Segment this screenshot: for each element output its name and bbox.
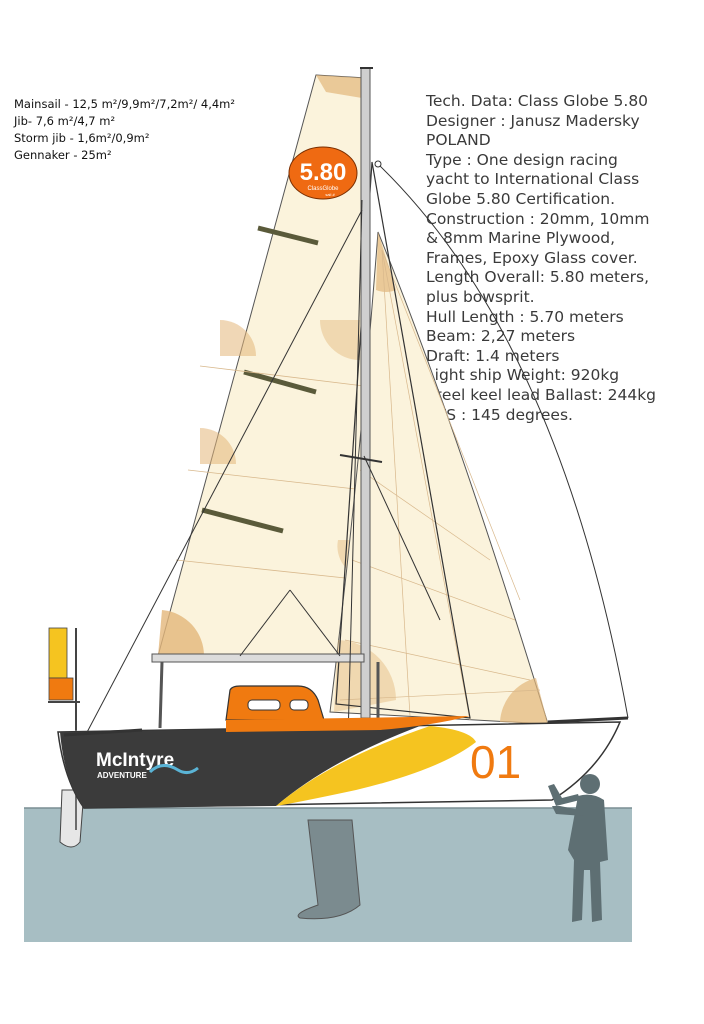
gennaker-spec: Gennaker - 25m² — [14, 148, 112, 162]
spreader — [339, 454, 383, 463]
tech-line: yacht to International Class — [426, 170, 640, 189]
mainsail-reef-patch — [220, 320, 256, 356]
mast — [360, 67, 371, 719]
forestay — [377, 163, 629, 719]
sheet-line — [363, 455, 441, 621]
gennaker-seam — [359, 469, 491, 561]
reef-line — [175, 559, 365, 581]
forestay-fitting — [374, 160, 382, 168]
hull-orange-deck — [226, 716, 470, 732]
tech-line: Light ship Weight: 920kg — [426, 366, 620, 385]
jib-outline — [335, 161, 471, 719]
backstay — [83, 209, 363, 739]
rudder — [59, 789, 85, 848]
tech-line: Designer : Janusz Madersky — [426, 111, 640, 130]
mainsail-tack-patch — [158, 610, 205, 656]
tech-line: POLAND — [426, 131, 491, 150]
sail-logo-small: sail # — [325, 192, 335, 197]
stanchion — [158, 661, 164, 729]
keel — [297, 819, 361, 920]
tech-line: plus bowsprit. — [426, 287, 535, 306]
leech-line — [239, 589, 291, 657]
gennaker-seam — [381, 249, 411, 717]
wave-logo-icon — [148, 764, 199, 775]
cabin-window — [289, 699, 309, 711]
boom — [151, 653, 365, 663]
hull-dark-stripe — [60, 726, 420, 808]
mainsail-reef-patch — [200, 428, 236, 464]
bowsprit — [547, 716, 629, 724]
sail-specs: Mainsail - 12,5 m²/9,9m²/7,2m²/ 4,4m² Ji… — [14, 96, 235, 164]
flag-orange — [48, 677, 74, 701]
tech-line: Construction : 20mm, 10mm — [426, 209, 650, 228]
batten — [243, 369, 317, 395]
tech-line: Hull Length : 5.70 meters — [426, 307, 624, 326]
tech-line: Length Overall: 5.80 meters, — [426, 268, 649, 287]
mainsail-head-patch — [316, 75, 366, 98]
person-silhouette — [548, 774, 608, 922]
sail-logo-class: ClassGlobe — [307, 186, 339, 192]
tech-line: Type : One design racing — [426, 150, 618, 169]
hull-brand-sub: ADVENTURE — [97, 771, 147, 780]
tech-data: Tech. Data: Class Globe 5.80 Designer : … — [426, 92, 698, 425]
gennaker-seam — [344, 639, 531, 681]
batten — [257, 225, 319, 246]
reef-line — [187, 469, 365, 491]
tech-line: Frames, Epoxy Glass cover. — [426, 248, 638, 267]
jib-spec: Jib- 7,6 m²/4,7 m² — [14, 114, 116, 128]
hull-brand: McIntyre — [96, 750, 174, 771]
reef-line — [199, 365, 365, 387]
mainsail-spec: Mainsail - 12,5 m²/9,9m²/7,2m²/ 4,4m² — [14, 97, 235, 111]
leech-line — [289, 589, 341, 657]
flag-yellow — [48, 627, 68, 679]
gennaker-seam — [351, 559, 516, 621]
tech-line: Globe 5.80 Certification. — [426, 189, 616, 208]
sail-logo-number: 5.80 — [300, 159, 347, 186]
gennaker-seam — [339, 689, 541, 701]
sail-logo — [288, 146, 358, 200]
shroud — [347, 199, 363, 741]
cabin-window — [247, 699, 281, 711]
gennaker-head-patch — [376, 232, 396, 292]
mainsail-reef-patch — [320, 320, 360, 360]
hull-sail-number: 01 — [470, 736, 521, 788]
tech-line: Draft: 1.4 meters — [426, 346, 560, 365]
hull-yellow-swoosh — [276, 726, 476, 806]
tiller — [63, 728, 143, 737]
gennaker-clew-patch — [500, 678, 548, 724]
batten — [201, 507, 284, 534]
storm-jib-spec: Storm jib - 1,6m²/0,9m² — [14, 131, 150, 145]
tech-line: Tech. Data: Class Globe 5.80 — [426, 92, 649, 110]
gennaker-seam — [381, 249, 521, 601]
gennaker-seam — [381, 249, 471, 721]
tech-line: Beam: 2,27 meters — [426, 327, 576, 346]
tech-line: & 8mm Marine Plywood, — [426, 229, 616, 248]
